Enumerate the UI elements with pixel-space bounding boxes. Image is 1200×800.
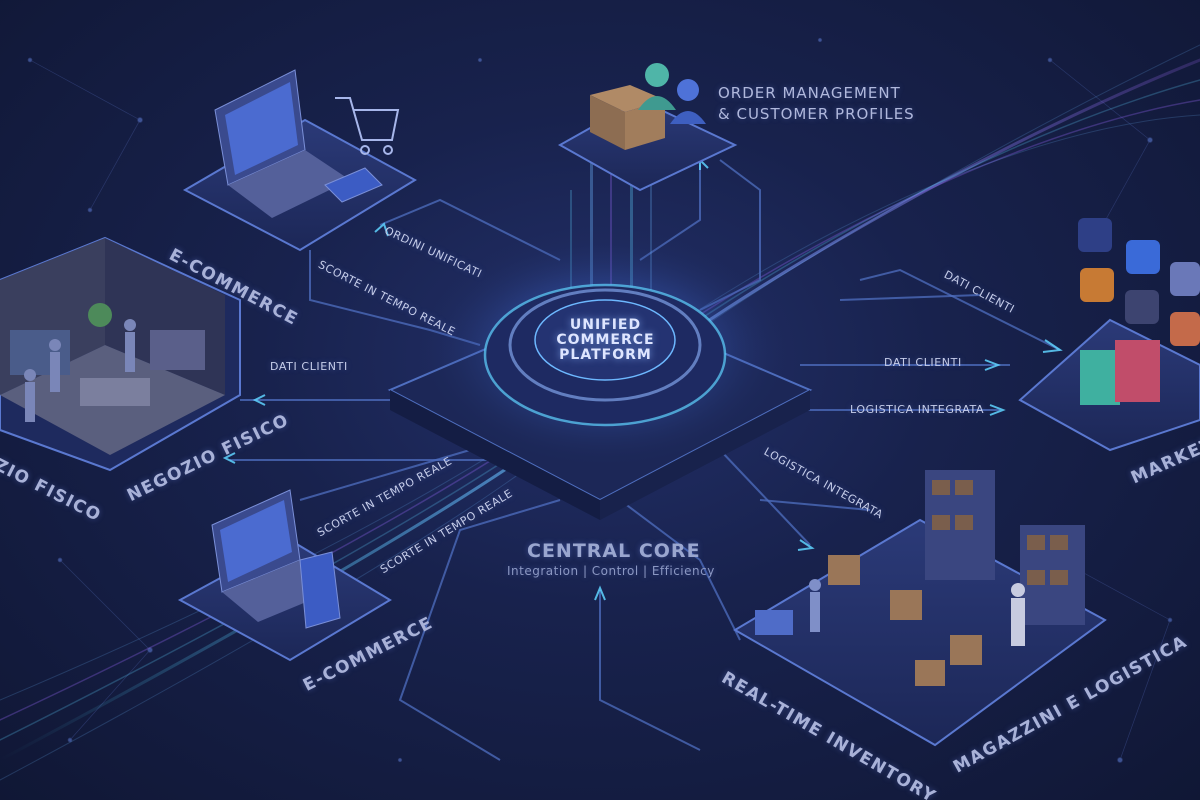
order-management-platform xyxy=(557,63,738,192)
robot-icon xyxy=(1011,583,1025,646)
ecommerce-bottom-platform xyxy=(177,489,392,662)
ecommerce-top-platform xyxy=(182,69,418,252)
flow-label-dati-clienti-left: DATI CLIENTI xyxy=(270,360,348,373)
shoppers-icon xyxy=(24,319,136,422)
core-subtitle: Integration | Control | Efficiency xyxy=(507,564,715,578)
amazon-icon xyxy=(1080,268,1114,302)
marketplace-app-icons xyxy=(1078,218,1200,346)
shopping-cart-icon xyxy=(335,97,400,155)
cart-icon xyxy=(1170,262,1200,296)
display-table xyxy=(80,378,150,406)
hub-line-1: UNIFIED xyxy=(569,317,642,333)
flow-label-logistica-right: LOGISTICA INTEGRATA xyxy=(850,403,985,416)
flow-label-dati-clienti-right: DATI CLIENTI xyxy=(884,356,962,369)
arrows xyxy=(222,157,1063,601)
marketplace-platform xyxy=(1018,218,1200,452)
conveyor-boxes-icon xyxy=(828,555,982,686)
order-management-line-2: & CUSTOMER PROFILES xyxy=(718,105,915,123)
negozio-fisico-platform xyxy=(0,236,241,472)
core-title: CENTRAL CORE xyxy=(527,540,701,562)
store-icon xyxy=(1125,290,1159,324)
tablet-icon xyxy=(299,551,341,629)
shopping-bags-icon xyxy=(1170,312,1200,346)
globe-icon xyxy=(1126,240,1160,274)
central-hub xyxy=(387,230,813,520)
star-logo-icon xyxy=(1078,218,1112,252)
hub-line-2: COMMERCE xyxy=(556,332,655,348)
forklift-icon xyxy=(755,610,793,635)
hub-title: UNIFIED COMMERCE PLATFORM xyxy=(538,318,673,363)
worker-icon xyxy=(809,579,821,632)
shopping-bags-icon xyxy=(1080,340,1160,405)
node-label-order-management: ORDER MANAGEMENT & CUSTOMER PROFILES xyxy=(718,83,915,125)
order-management-line-1: ORDER MANAGEMENT xyxy=(718,84,901,102)
customer-profiles-icon xyxy=(638,63,706,124)
warehouse-platform xyxy=(733,470,1107,747)
laptop-icon xyxy=(214,69,350,218)
plant-icon xyxy=(88,303,112,327)
tablet-icon xyxy=(324,167,383,203)
shelving-icon xyxy=(925,470,1085,625)
hub-line-3: PLATFORM xyxy=(559,347,652,363)
